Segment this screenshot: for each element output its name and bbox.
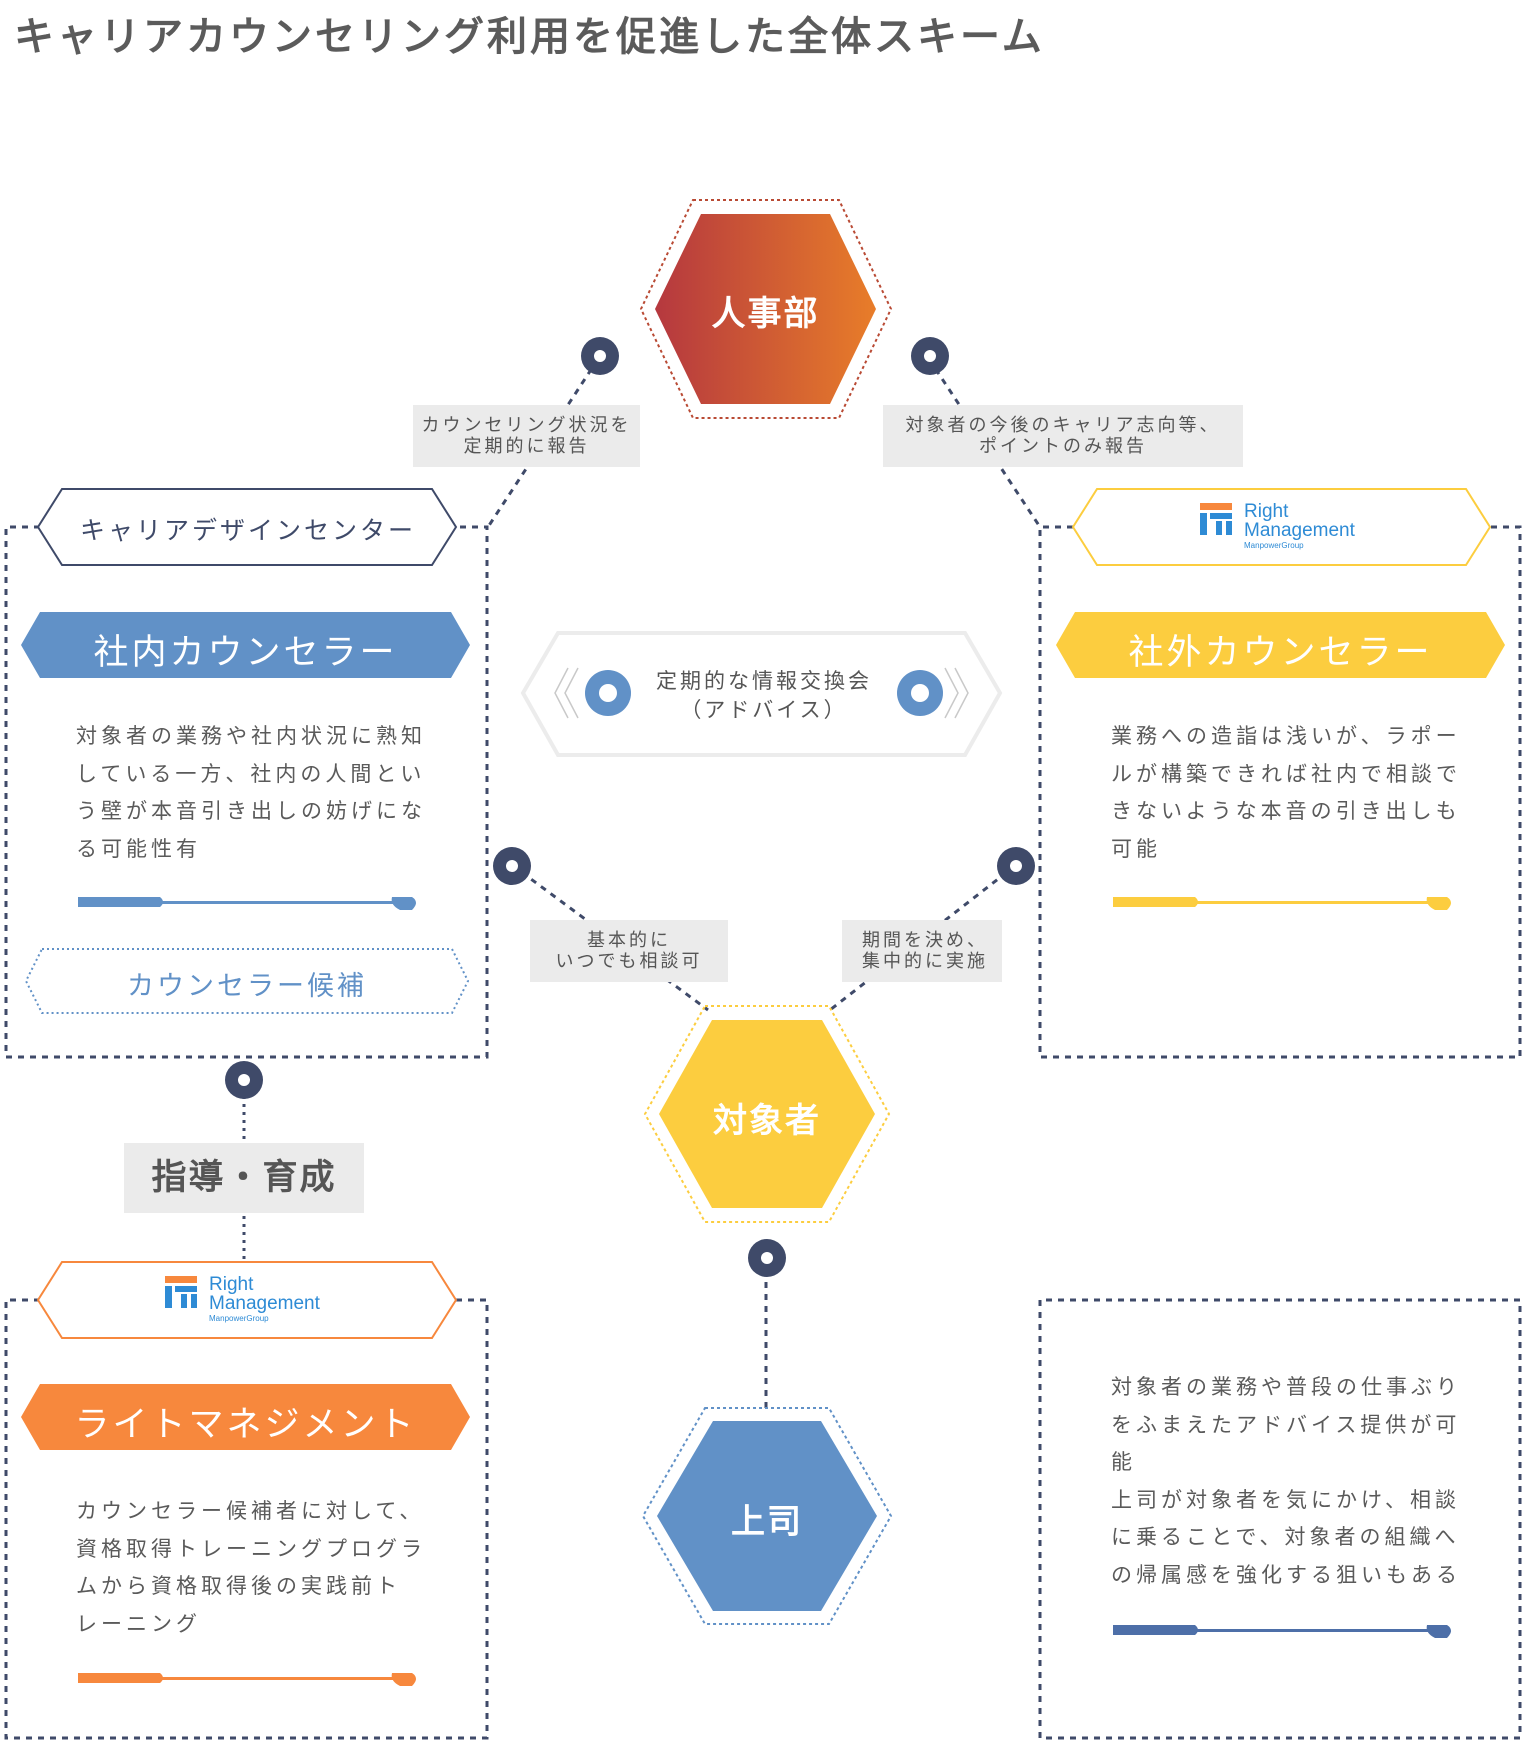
label-target-left-line2: いつでも相談可: [555, 951, 703, 972]
candidate-shape: [24, 948, 470, 1014]
label-hr-left: カウンセリング状況を 定期的に報告: [413, 405, 640, 467]
label-hr-left-line1: カウンセリング状況を: [421, 415, 632, 436]
bottom-left-banner: [21, 1384, 470, 1450]
right-desc-line: ルが構築できれば社内で相談で: [1111, 761, 1461, 786]
bottom-left-desc-line: カウンセラー候補者に対して、: [76, 1499, 425, 1523]
rm-logo-mark-bottom: [165, 1276, 197, 1308]
bottom-left-banner-label: ライトマネジメント: [74, 1405, 417, 1445]
left-desc-line: 対象者の業務や社内状況に熟知: [76, 724, 426, 748]
hr-hex: [655, 214, 876, 404]
label-hr-left-line2: 定期的に報告: [463, 436, 590, 457]
label-target-right-line2: 集中的に実施: [862, 951, 988, 972]
boss-label: 上司: [731, 1502, 803, 1542]
bottom-right-desc-line: に乗ることで、対象者の組織へ: [1111, 1525, 1460, 1549]
exchange-label: 定期的な情報交換会 （アドバイス）: [640, 667, 888, 725]
left-desc-line: う壁が本音引き出しの妨げにな: [76, 799, 426, 823]
rm-logo-line3: ManpowerGroup: [1244, 541, 1304, 550]
hr-hex-outline: [639, 199, 893, 419]
target-hex-outline: [643, 1005, 891, 1223]
bottom-left-panel-border: [4, 1298, 489, 1740]
right-desc-line: きないような本音の引き出しも: [1111, 799, 1461, 823]
right-tag-shape: [1071, 488, 1492, 566]
left-desc-line: る可能性有: [76, 836, 201, 861]
rm-logo-bottom: Right Management ManpowerGroup: [209, 1275, 320, 1324]
bottom-left-desc-line: ムから資格取得後の実践前ト: [76, 1574, 401, 1598]
bottom-left-tag-shape: [36, 1261, 458, 1339]
rm-logo-line1: Right: [209, 1274, 254, 1295]
target-hex: [659, 1020, 875, 1208]
bottom-left-desc-line: レーニング: [76, 1611, 201, 1636]
right-desc: 業務への造詣は浅いが、ラポー ルが構築できれば社内で相談で きないような本音の引…: [1111, 718, 1491, 868]
label-target-left-line1: 基本的に: [587, 930, 671, 951]
hr-label: 人事部: [711, 294, 820, 334]
rm-logo-line1: Right: [1244, 501, 1289, 522]
bottom-right-desc-line: の帰属感を強化する狙いもある: [1111, 1562, 1461, 1587]
rm-logo-right: Right Management ManpowerGroup: [1244, 502, 1355, 551]
connector-dots: [225, 337, 1035, 1277]
bottom-right-desc-line: 能: [1111, 1450, 1136, 1474]
bottom-right-desc-line: 上司が対象者を気にかけ、相談: [1111, 1487, 1460, 1512]
rm-logo-line3: ManpowerGroup: [209, 1314, 269, 1323]
left-banner-label: 社内カウンセラー: [93, 633, 398, 673]
paddle-right: [1113, 897, 1451, 910]
left-tag-label: キャリアデザインセンター: [79, 516, 416, 545]
exchange-line2: （アドバイス）: [680, 698, 848, 722]
boss-hex-outline: [641, 1407, 893, 1625]
right-desc-line: 業務への造詣は浅いが、ラポー: [1111, 724, 1461, 748]
left-banner: [21, 612, 470, 678]
bottom-right-desc: 対象者の業務や普段の仕事ぶり をふまえたアドバイス提供が可 能 上司が対象者を気…: [1111, 1369, 1491, 1594]
label-guidance: 指導・育成: [124, 1143, 364, 1213]
candidate-label: カウンセラー候補: [127, 971, 367, 1002]
label-hr-right: 対象者の今後のキャリア志向等、 ポイントのみ報告: [883, 405, 1243, 467]
rm-logo-line2: Management: [209, 1293, 320, 1314]
left-desc: 対象者の業務や社内状況に熟知 している一方、社内の人間とい う壁が本音引き出しの…: [76, 718, 456, 868]
bottom-right-desc-line: をふまえたアドバイス提供が可: [1111, 1412, 1461, 1437]
bottom-left-desc-line: 資格取得トレーニングプログラ: [76, 1536, 426, 1561]
connector-target-right: [829, 863, 1017, 1012]
label-hr-right-line2: ポイントのみ報告: [979, 436, 1147, 457]
left-desc-line: している一方、社内の人間とい: [76, 761, 426, 786]
paddle-left: [78, 897, 416, 910]
label-target-right-line1: 期間を決め、: [862, 930, 988, 951]
right-panel-border: [1038, 525, 1522, 1059]
target-label: 対象者: [713, 1101, 821, 1141]
label-target-left: 基本的に いつでも相談可: [530, 920, 728, 982]
paddle-bottom-right: [1113, 1625, 1451, 1638]
exchange-outline: [520, 631, 1003, 757]
bottom-right-panel-border: [1038, 1298, 1522, 1740]
label-target-right: 期間を決め、 集中的に実施: [842, 920, 1002, 982]
bottom-left-desc: カウンセラー候補者に対して、 資格取得トレーニングプログラ ムから資格取得後の実…: [76, 1493, 456, 1643]
page-title: キャリアカウンセリング利用を促進した全体スキーム: [14, 14, 1045, 60]
rm-logo-mark-right: [1200, 503, 1232, 535]
right-banner-label: 社外カウンセラー: [1128, 633, 1433, 673]
left-tag-shape: [36, 488, 458, 566]
label-hr-right-line1: 対象者の今後のキャリア志向等、: [905, 415, 1221, 436]
right-banner: [1056, 612, 1505, 678]
left-panel-border: [4, 525, 489, 1059]
exchange-line1: 定期的な情報交換会: [656, 669, 872, 693]
right-desc-line: 可能: [1111, 836, 1161, 861]
paddle-bottom-left: [78, 1673, 416, 1686]
bottom-right-desc-line: 対象者の業務や普段の仕事ぶり: [1111, 1375, 1461, 1399]
rm-logo-line2: Management: [1244, 520, 1355, 541]
boss-hex: [657, 1421, 877, 1611]
